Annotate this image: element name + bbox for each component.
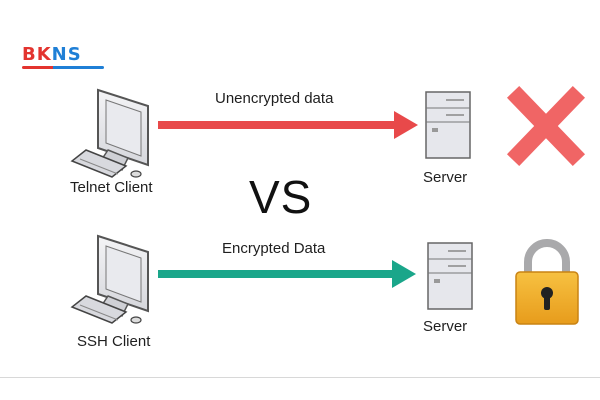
bottom-server-icon — [427, 242, 473, 310]
logo-part-1: BK — [22, 44, 52, 65]
logo-part-2: NS — [51, 44, 82, 65]
unencrypted-arrow — [158, 111, 418, 139]
bottom-server-label: Server — [423, 318, 468, 335]
ssh-client-label: SSH Client — [77, 333, 151, 350]
ssh-computer-icon — [70, 234, 149, 324]
unencrypted-data-label: Unencrypted data — [215, 90, 334, 107]
logo-underline — [22, 66, 104, 69]
x-mark-icon — [506, 85, 586, 167]
top-server-icon — [425, 91, 471, 159]
encrypted-arrow — [158, 260, 416, 288]
bottom-divider-line — [0, 377, 600, 378]
telnet-computer-icon — [70, 88, 149, 178]
vs-label: VS — [249, 171, 313, 223]
brand-logo: BKNS — [22, 44, 82, 65]
telnet-client-label: Telnet Client — [70, 179, 153, 196]
padlock-icon — [515, 239, 579, 325]
top-server-label: Server — [423, 169, 468, 186]
encrypted-data-label: Encrypted Data — [222, 240, 326, 257]
